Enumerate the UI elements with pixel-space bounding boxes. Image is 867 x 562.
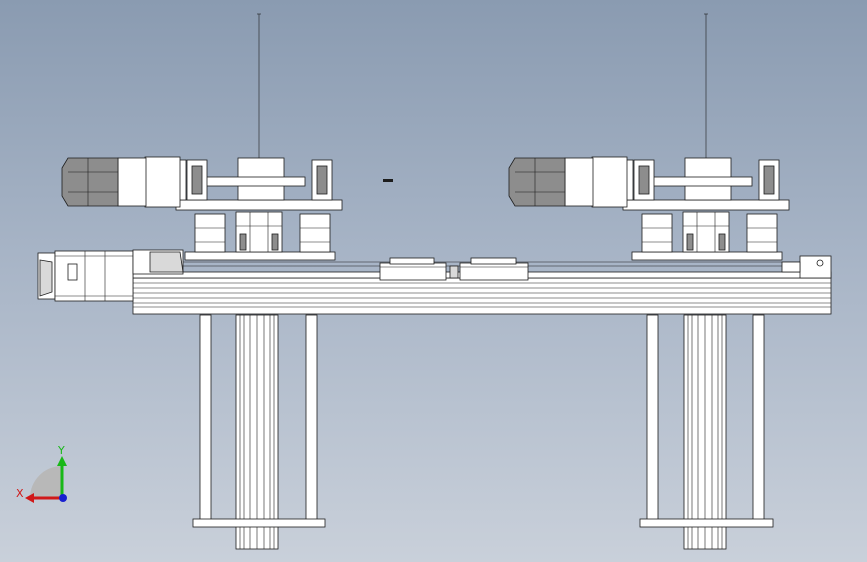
right-outer-post (646, 314, 659, 521)
y-axis-label: Y (57, 444, 65, 457)
z-axis-dot (59, 494, 67, 502)
drive-motor-body (54, 250, 134, 302)
left-upper-plate (175, 199, 343, 211)
left-inner-post (305, 314, 318, 521)
left-motor-body (117, 157, 147, 207)
x-axis-label: X (16, 487, 24, 500)
rail-carriages (379, 257, 529, 281)
right-motor-body (564, 157, 594, 207)
rail-profile (132, 277, 832, 315)
left-motor-cap (61, 157, 119, 207)
left-shaft (204, 176, 306, 187)
carriage-left (379, 262, 447, 281)
left-motor-flange (144, 156, 181, 208)
drive-motor-connector (67, 263, 78, 281)
center-marker (383, 179, 393, 182)
right-motor-flange (591, 156, 628, 208)
right-column-b (746, 213, 778, 253)
right-base-plate (639, 518, 774, 528)
right-column-a (641, 213, 673, 253)
right-inner-post (752, 314, 765, 521)
rail-end-cap (799, 255, 832, 279)
right-motor-cap (508, 157, 566, 207)
left-leg-assembly (192, 314, 326, 550)
axis-triad: Y X (16, 444, 67, 503)
right-leg-assembly (639, 314, 774, 550)
left-outer-post (199, 314, 212, 521)
left-column-b (299, 213, 331, 253)
carriage-right (459, 262, 529, 281)
left-head-assembly (61, 13, 343, 261)
right-lower-plate (631, 251, 783, 261)
left-column-a (194, 213, 226, 253)
drive-motor (37, 249, 184, 302)
left-base-plate (192, 518, 326, 528)
right-upper-plate (622, 199, 790, 211)
right-shaft (651, 176, 753, 187)
left-lower-plate (184, 251, 336, 261)
right-head-assembly (508, 13, 790, 261)
